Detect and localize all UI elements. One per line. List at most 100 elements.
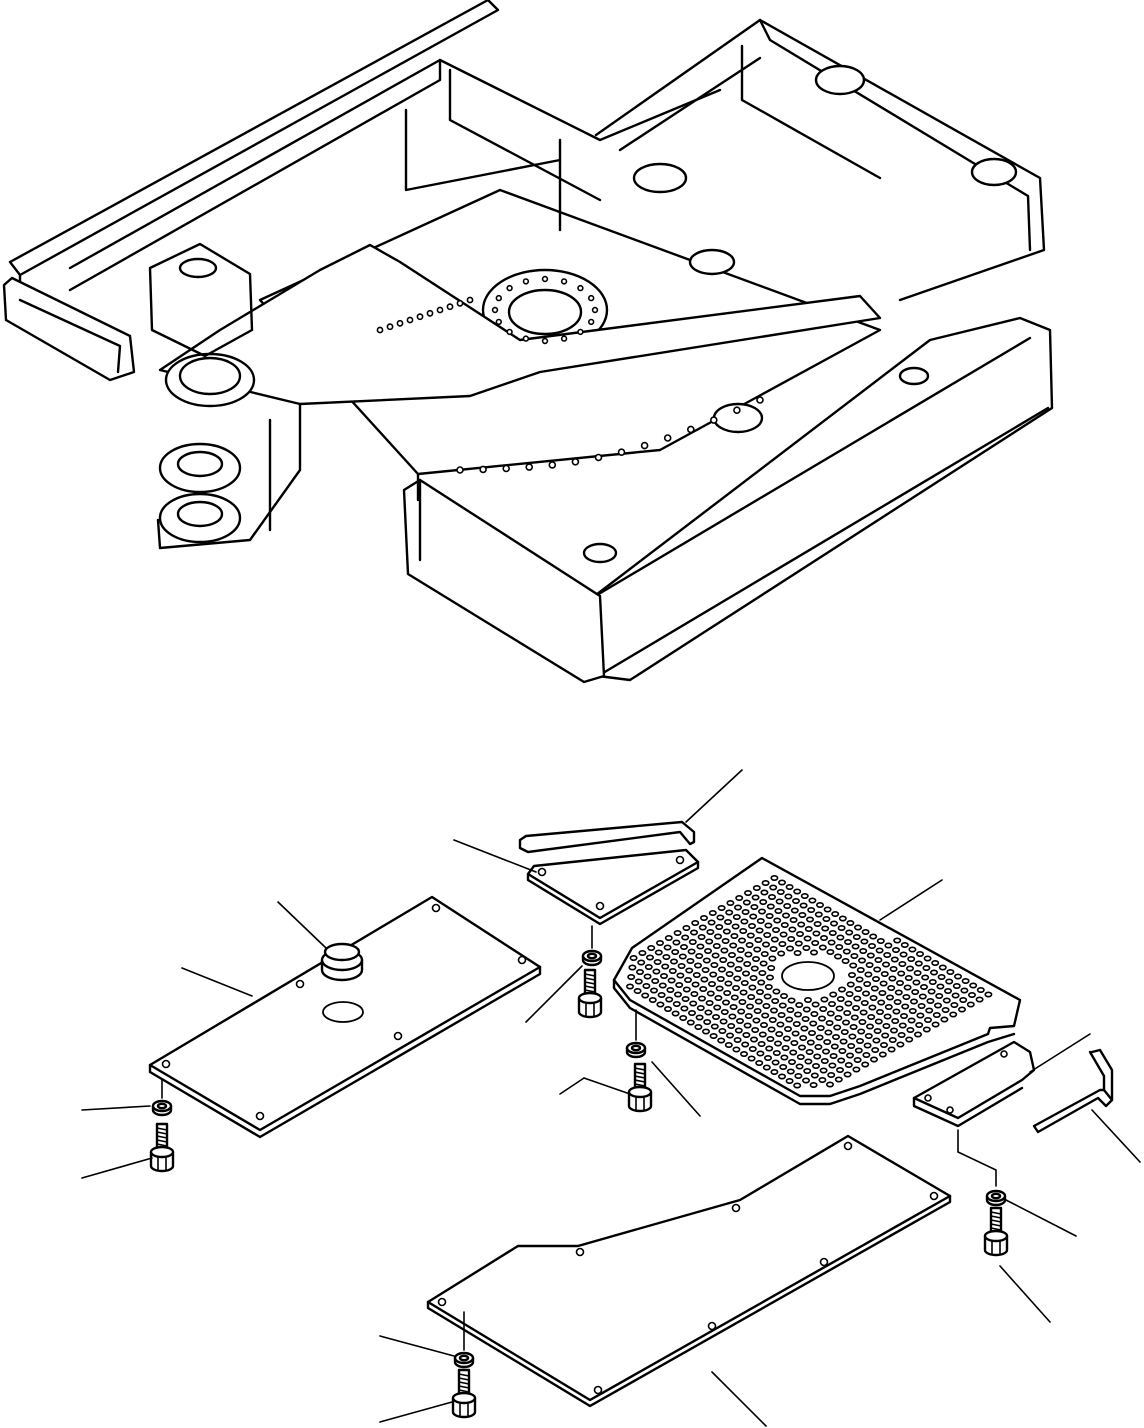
perforation-hole xyxy=(909,998,918,1005)
perforation-hole xyxy=(951,992,960,999)
perforation-hole xyxy=(925,1007,934,1014)
perforation-hole xyxy=(875,947,884,954)
perforation-hole xyxy=(816,1025,825,1032)
perforation-hole xyxy=(820,996,829,1003)
perforation-hole xyxy=(653,958,662,965)
perforation-hole xyxy=(901,1003,910,1010)
perforation-hole xyxy=(634,978,643,985)
perforation-hole xyxy=(671,1010,680,1017)
perforation-hole xyxy=(718,1028,727,1035)
perforation-hole xyxy=(756,1050,765,1057)
perforation-hole xyxy=(967,991,976,998)
perforation-hole xyxy=(765,912,774,919)
perforation-hole xyxy=(883,1013,892,1020)
perforation-hole xyxy=(757,908,766,915)
perforation-hole xyxy=(735,894,744,901)
perforation-hole xyxy=(869,933,878,940)
perforation-hole xyxy=(694,1024,703,1031)
perforation-hole xyxy=(776,888,785,895)
frame-hole xyxy=(426,309,434,317)
perforation-hole xyxy=(690,990,699,997)
perforation-hole xyxy=(732,1046,741,1053)
perforation-hole xyxy=(713,933,722,940)
perforation-hole xyxy=(661,963,670,970)
perforation-hole xyxy=(863,1042,872,1049)
perforation-hole xyxy=(760,889,769,896)
perforation-hole xyxy=(761,941,770,948)
perforation-hole xyxy=(629,954,638,961)
perforation-hole xyxy=(813,1053,822,1060)
perforation-hole xyxy=(706,928,715,935)
perforation-hole xyxy=(860,938,869,945)
perforation-hole xyxy=(865,961,874,968)
perforation-hole xyxy=(899,951,908,958)
perforation-hole xyxy=(774,907,783,914)
perforation-hole xyxy=(765,1045,774,1052)
washer-icon xyxy=(985,1189,1007,1207)
perforation-hole xyxy=(761,1012,770,1019)
perforation-hole xyxy=(739,1051,748,1058)
perforation-hole xyxy=(714,994,723,1001)
swing-circle-hole xyxy=(522,335,530,342)
perforation-hole xyxy=(744,951,753,958)
perforation-hole xyxy=(882,1022,891,1029)
perforation-hole xyxy=(783,902,792,909)
perforation-hole xyxy=(682,986,691,993)
perforation-hole xyxy=(736,946,745,953)
perforation-hole xyxy=(869,1056,878,1063)
perforation-hole xyxy=(928,978,937,985)
perforation-hole xyxy=(767,1026,776,1033)
frame-hole xyxy=(466,296,474,304)
bolt-icon xyxy=(451,1368,477,1419)
swing-circle-hole xyxy=(491,306,499,314)
perforation-hole xyxy=(843,1071,852,1078)
perforation-hole xyxy=(655,939,664,946)
perforation-hole xyxy=(699,914,708,921)
perforation-hole xyxy=(691,981,700,988)
perforation-hole xyxy=(841,957,850,964)
perforation-hole xyxy=(815,901,824,908)
perforation-hole xyxy=(911,988,920,995)
perforation-hole xyxy=(708,909,717,916)
perforation-hole xyxy=(898,1022,907,1029)
perforation-hole xyxy=(906,1027,915,1034)
perforation-hole xyxy=(933,1002,942,1009)
perforation-hole xyxy=(809,1020,818,1027)
perforation-hole xyxy=(751,894,760,901)
perforation-hole xyxy=(766,1036,775,1043)
perforation-hole xyxy=(863,980,872,987)
perforation-hole xyxy=(731,923,740,930)
perforation-hole xyxy=(793,888,802,895)
perforation-hole xyxy=(697,933,706,940)
perforation-hole xyxy=(704,1009,713,1016)
perforation-holes xyxy=(625,874,993,1089)
perforation-hole xyxy=(711,1013,720,1020)
perforation-hole xyxy=(777,1011,786,1018)
perforation-hole xyxy=(711,952,720,959)
perforation-hole xyxy=(776,1021,785,1028)
perforation-hole xyxy=(735,956,744,963)
perforation-hole xyxy=(798,911,807,918)
perforation-hole xyxy=(821,925,830,932)
perforation-hole xyxy=(799,1035,808,1042)
perforation-hole xyxy=(795,930,804,937)
perforation-hole xyxy=(903,984,912,991)
cover-bottom xyxy=(426,1134,952,1408)
perforation-hole xyxy=(643,973,652,980)
perforation-hole xyxy=(769,884,778,891)
bolt-icon xyxy=(627,1062,653,1113)
perforation-hole xyxy=(700,976,709,983)
perforation-hole xyxy=(922,964,931,971)
perforation-hole xyxy=(908,1007,917,1014)
perforation-hole xyxy=(883,951,892,958)
perforation-hole xyxy=(789,1049,798,1056)
perforation-hole xyxy=(881,1032,890,1039)
perforation-hole xyxy=(768,955,777,962)
perforation-hole xyxy=(902,993,911,1000)
frame-hole xyxy=(756,396,764,404)
swing-circle-hole xyxy=(577,284,584,292)
swing-circle-hole xyxy=(587,318,595,326)
perforation-hole xyxy=(893,998,902,1005)
perforation-hole xyxy=(838,915,847,922)
perforation-hole xyxy=(759,960,768,967)
